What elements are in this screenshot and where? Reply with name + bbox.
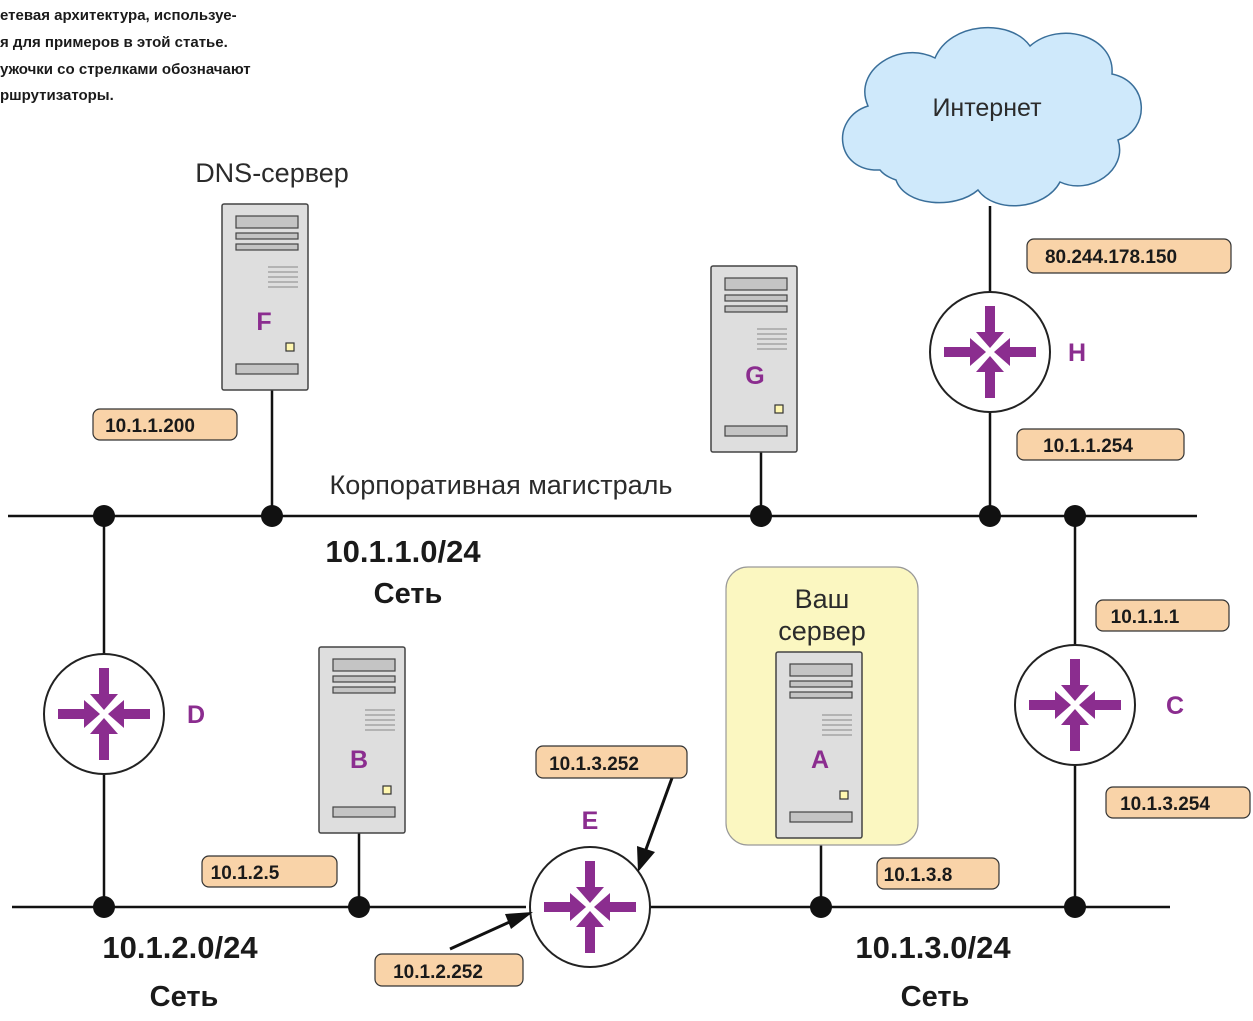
network-2-address: 10.1.2.0/24 [102, 930, 258, 965]
backbone-name: Корпоративная магистраль [330, 470, 673, 500]
ip-box [1095, 599, 1230, 632]
server-g: G [710, 265, 798, 453]
ip-box [374, 953, 524, 987]
caption-line-2: я для примеров в этой статье. [0, 34, 228, 51]
dns-server-f: DNS-сервер F [195, 158, 349, 391]
ip-dns: 10.1.1.200 [105, 416, 195, 437]
your-server-title-1: Ваш [795, 584, 850, 614]
junction-dot [979, 505, 1001, 527]
router-icon [529, 846, 651, 968]
caption-line-1: етевая архитектура, используе- [0, 7, 237, 24]
junction-dot [750, 505, 772, 527]
ip-labels: 80.244.178.150 10.1.1.200 10.1.1.254 10.… [92, 238, 1251, 987]
caption-line-3: ужочки со стрелками обозначают [0, 61, 251, 78]
router-d-letter: D [187, 701, 205, 729]
internet-label: Интернет [932, 94, 1042, 122]
router-icon [1014, 644, 1136, 766]
ip-box [876, 857, 1000, 890]
backbone-address: 10.1.1.0/24 [325, 534, 481, 569]
network-3-word: Сеть [901, 981, 970, 1013]
arrow-e-net2-head [505, 912, 533, 929]
server-a-letter: A [811, 746, 829, 774]
router-e-letter: E [582, 807, 599, 835]
router-e: E [529, 807, 651, 968]
your-server-title-2: сервер [778, 616, 866, 646]
arrow-e-net3-head [637, 846, 655, 872]
junction-dot [810, 896, 832, 918]
network-3-address: 10.1.3.0/24 [855, 930, 1011, 965]
backbone-word: Сеть [374, 578, 443, 610]
ip-e-net3: 10.1.3.252 [549, 754, 639, 775]
router-h: H [929, 291, 1086, 413]
ip-c-backbone: 10.1.1.1 [1111, 607, 1180, 628]
junction-dot [93, 505, 115, 527]
router-c: C [1014, 644, 1184, 766]
connection-dots [93, 505, 1086, 918]
router-c-letter: C [1166, 692, 1184, 720]
junction-dot [348, 896, 370, 918]
junction-dot [1064, 896, 1086, 918]
ip-internet-h: 80.244.178.150 [1045, 247, 1177, 268]
ip-box [1016, 428, 1185, 461]
ip-box [1026, 238, 1232, 274]
your-server-a: Ваш сервер A [725, 566, 919, 846]
router-icon [43, 653, 165, 775]
server-g-letter: G [745, 362, 764, 390]
junction-dot [1064, 505, 1086, 527]
server-b-letter: B [350, 746, 368, 774]
server-icon [318, 646, 406, 834]
ip-box [92, 408, 238, 441]
caption-line-4: ршрутизаторы. [0, 87, 114, 104]
server-f-letter: F [256, 308, 271, 336]
ip-c-net3: 10.1.3.254 [1120, 794, 1210, 815]
pointer-arrows [449, 777, 674, 951]
arrow-e-net3-line [643, 777, 674, 853]
router-d: D [43, 653, 205, 775]
router-icon [929, 291, 1051, 413]
ip-e-net2: 10.1.2.252 [393, 962, 483, 983]
server-icon [710, 265, 798, 453]
network-2-word: Сеть [150, 981, 219, 1013]
ip-a: 10.1.3.8 [884, 865, 953, 886]
server-b: B [318, 646, 406, 834]
ip-box [535, 745, 688, 779]
ip-box [1105, 786, 1251, 819]
junction-dot [93, 896, 115, 918]
ip-b: 10.1.2.5 [211, 863, 280, 884]
server-icon [221, 203, 309, 391]
ip-h-backbone: 10.1.1.254 [1043, 436, 1133, 457]
junction-dot [261, 505, 283, 527]
router-h-letter: H [1068, 339, 1086, 367]
internet-cloud: Интернет [841, 26, 1142, 207]
server-icon [775, 651, 863, 839]
ip-box [201, 855, 338, 888]
arrow-e-net2-line [449, 918, 515, 951]
figure-caption: етевая архитектура, используе- я для при… [0, 7, 251, 104]
dns-server-title: DNS-сервер [195, 158, 349, 188]
network-labels: Корпоративная магистраль 10.1.1.0/24 Сет… [102, 470, 1011, 1013]
